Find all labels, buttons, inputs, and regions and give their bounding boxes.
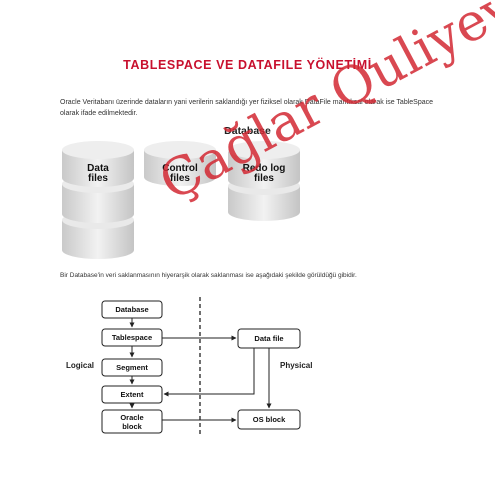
hierarchy-paragraph: Bir Database'in veri saklanmasının hiyer… [60, 272, 357, 279]
cylinder-label-redo-1: Redo log [243, 163, 286, 174]
intro-paragraph: Oracle Veritabanı üzerinde dataların yan… [60, 99, 434, 117]
control-files-cylinder [144, 141, 216, 186]
label-segment: Segment [116, 363, 148, 372]
database-heading: Database [224, 125, 271, 137]
box-oracle-block [101, 409, 163, 434]
label-os-block: OS block [253, 415, 286, 424]
label-extent: Extent [121, 390, 144, 399]
label-logical: Logical [66, 361, 94, 370]
label-oracle-block-1: Oracle [120, 413, 143, 422]
cylinder-label-control-1: Control [162, 163, 198, 174]
cylinder-label-control-2: files [170, 173, 190, 184]
cylinder-label-data-2: files [88, 173, 108, 184]
box-os-block [237, 409, 301, 430]
label-data-file: Data file [254, 334, 283, 343]
label-oracle-block-2: block [122, 422, 142, 431]
hierarchy-diagram [101, 297, 301, 436]
label-physical: Physical [280, 361, 312, 370]
data-files-cylinder [62, 141, 134, 259]
label-tablespace: Tablespace [112, 333, 152, 342]
cylinder-label-data-1: Data [87, 163, 109, 174]
label-database: Database [115, 305, 148, 314]
cylinder-label-redo-2: files [254, 173, 274, 184]
redo-log-files-cylinder [228, 141, 300, 221]
page-title: TABLESPACE VE DATAFILE YÖNETİMİ [123, 58, 372, 72]
